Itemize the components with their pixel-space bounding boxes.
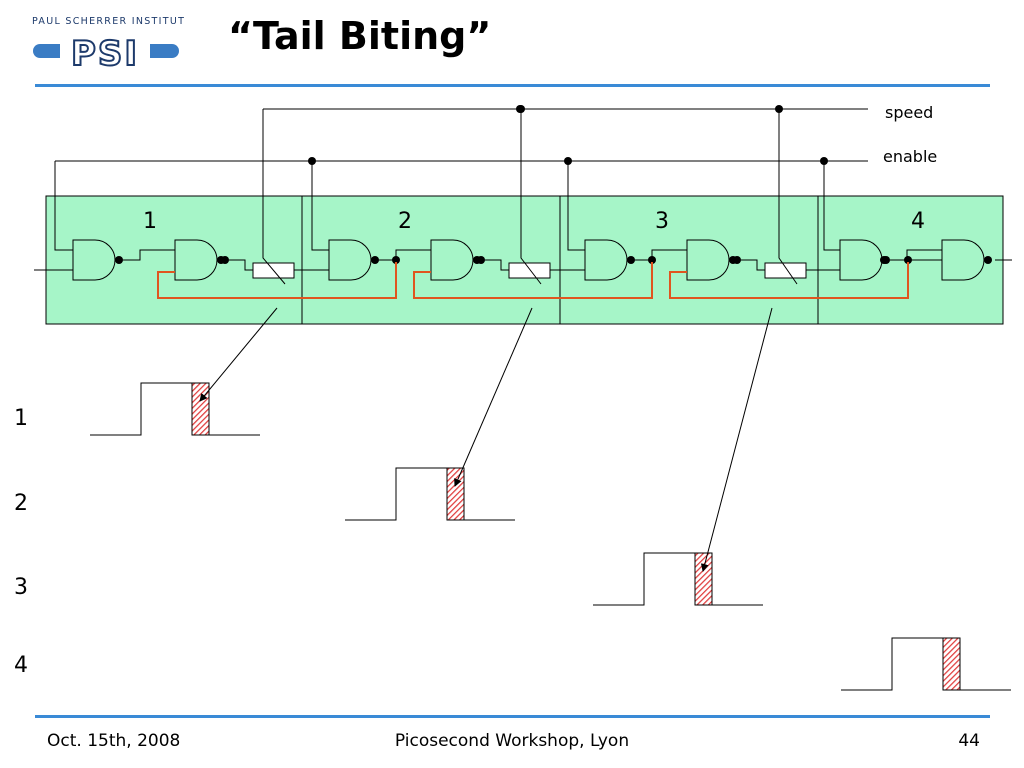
row-label-3: 3 [14, 575, 28, 600]
and-gate [72, 239, 116, 281]
psi-logo: PAUL SCHERRER INSTITUT PSI [32, 16, 186, 76]
row-label-1: 1 [14, 406, 28, 431]
junction-dot [221, 256, 229, 264]
tail-region [191, 382, 210, 436]
speed-label: speed [885, 103, 933, 122]
pulse-waveform [841, 637, 1011, 691]
gate-link-wire [379, 249, 431, 261]
and-gate [839, 239, 883, 281]
tail-arrow [700, 307, 773, 572]
footer-date: Oct. 15th, 2008 [47, 731, 181, 751]
page-number: 44 [958, 731, 980, 751]
and-gate [430, 239, 474, 281]
tail-region [446, 467, 465, 521]
variable-delay [508, 262, 551, 279]
psi-logo-mark: PSI [33, 33, 179, 75]
stage-label-4: 4 [911, 209, 925, 234]
enable-tap-wire [311, 161, 329, 251]
pulse-waveform [593, 552, 763, 606]
slide-title: “Tail Biting” [228, 14, 492, 58]
enable-tap-wire [54, 161, 73, 251]
footer-rule [35, 715, 990, 718]
svg-text:PSI: PSI [71, 34, 139, 74]
enable-tap-wire [823, 161, 840, 251]
stage-2 [308, 105, 656, 299]
and-gate [686, 239, 730, 281]
junction-dot [733, 256, 741, 264]
timing-waveforms [90, 307, 1011, 691]
logo-caption: PAUL SCHERRER INSTITUT [32, 16, 186, 27]
stage-label-1: 1 [143, 209, 157, 234]
and-gate [584, 239, 628, 281]
footer-event: Picosecond Workshop, Lyon [394, 731, 630, 751]
inverter-bubble [115, 256, 123, 264]
gate-link-wire [123, 249, 175, 261]
waveform-row-2 [345, 307, 533, 521]
waveform-row-4 [841, 637, 1011, 691]
tail-arrow [199, 307, 278, 402]
gate-link-wire [635, 249, 687, 261]
inverter-bubble [371, 256, 379, 264]
feedback-loop [157, 262, 397, 299]
tail-arrow [454, 307, 533, 487]
and-gate [174, 239, 218, 281]
and-gate [328, 239, 372, 281]
inverter-bubble [984, 256, 992, 264]
waveform-row-1 [90, 307, 278, 436]
tail-region [942, 637, 961, 691]
junction-dot [880, 256, 888, 264]
and-gate [941, 239, 985, 281]
pulse-waveform [345, 467, 515, 521]
stage-4 [820, 157, 992, 281]
tail-biting-diagram: 1 2 3 4 speed enable 1 2 3 4 [14, 103, 1012, 691]
speed-tap-wire [262, 109, 286, 285]
stage-circuits [54, 105, 992, 299]
stage-label-2: 2 [398, 209, 412, 234]
tail-region [694, 552, 713, 606]
enable-tap-wire [567, 161, 585, 251]
junction-dot [477, 256, 485, 264]
feedback-loop [669, 262, 909, 299]
pulse-waveform [90, 382, 260, 436]
variable-delay [764, 262, 807, 279]
header-rule [35, 84, 990, 87]
speed-tap-wire [778, 109, 798, 285]
gate-link-wire [890, 249, 942, 261]
inverter-bubble [627, 256, 635, 264]
stage-3 [564, 105, 912, 299]
speed-tap-wire [520, 109, 542, 285]
enable-label: enable [883, 147, 937, 166]
waveform-row-3 [593, 307, 773, 606]
row-label-4: 4 [14, 653, 28, 678]
row-label-2: 2 [14, 491, 28, 516]
stage-label-3: 3 [655, 209, 669, 234]
feedback-loop [413, 262, 653, 299]
